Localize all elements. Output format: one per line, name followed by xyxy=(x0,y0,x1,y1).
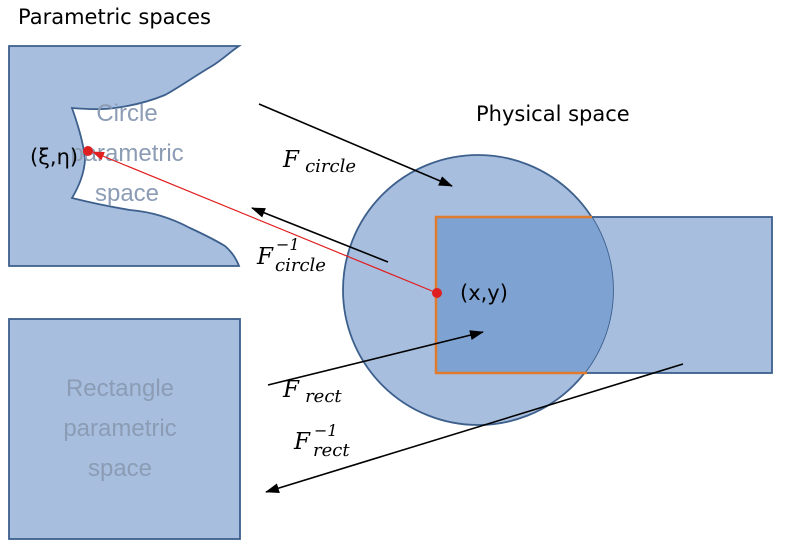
f-circle-inverse-sup: −1 xyxy=(276,235,300,254)
point-correspondence-line xyxy=(92,151,438,294)
f-rect-arrow xyxy=(267,330,484,386)
param-point-label: (ξ,η) xyxy=(30,145,78,169)
f-circle-inverse-sub: circle xyxy=(275,255,326,276)
rectangle-parametric-space: Rectangle parametric space xyxy=(8,318,241,540)
f-rect-inverse-label: F xyxy=(293,429,311,455)
f-rect-base: F xyxy=(282,377,300,403)
rect-param-label-line-2: parametric xyxy=(63,415,176,442)
circle-param-region xyxy=(8,45,242,267)
rect-param-region xyxy=(8,318,241,540)
physical-space-title: Physical space xyxy=(476,102,630,126)
f-rect-inv-base: F xyxy=(293,429,311,455)
f-circle-label: F circle xyxy=(282,147,356,177)
f-circle-sub: circle xyxy=(305,156,356,177)
f-rect-label: F rect xyxy=(282,377,342,407)
rect-param-label-line-3: space xyxy=(88,455,152,482)
f-circle-inverse-arrow xyxy=(251,207,389,263)
param-point-dot xyxy=(83,146,93,156)
f-circle-arrow xyxy=(258,103,453,187)
f-circle-inv-base: F xyxy=(256,244,274,270)
circle-param-label-line-3: space xyxy=(95,180,159,207)
f-rect-inverse-sup: −1 xyxy=(314,421,338,440)
f-circle-base: F xyxy=(282,147,300,173)
f-rect-inverse-arrow xyxy=(265,363,684,493)
f-rect-inverse-sub: rect xyxy=(313,440,350,461)
rect-param-label-line-1: Rectangle xyxy=(66,375,174,402)
parametric-spaces-title: Parametric spaces xyxy=(18,5,211,29)
phys-point-dot xyxy=(432,288,442,298)
overlap-region xyxy=(436,217,613,373)
phys-point-label: (x,y) xyxy=(460,281,508,305)
f-circle-inverse-label: F xyxy=(256,244,274,270)
f-rect-sub: rect xyxy=(305,386,342,407)
circle-param-label-line-1: Circle xyxy=(96,100,157,127)
physical-space xyxy=(342,154,773,426)
